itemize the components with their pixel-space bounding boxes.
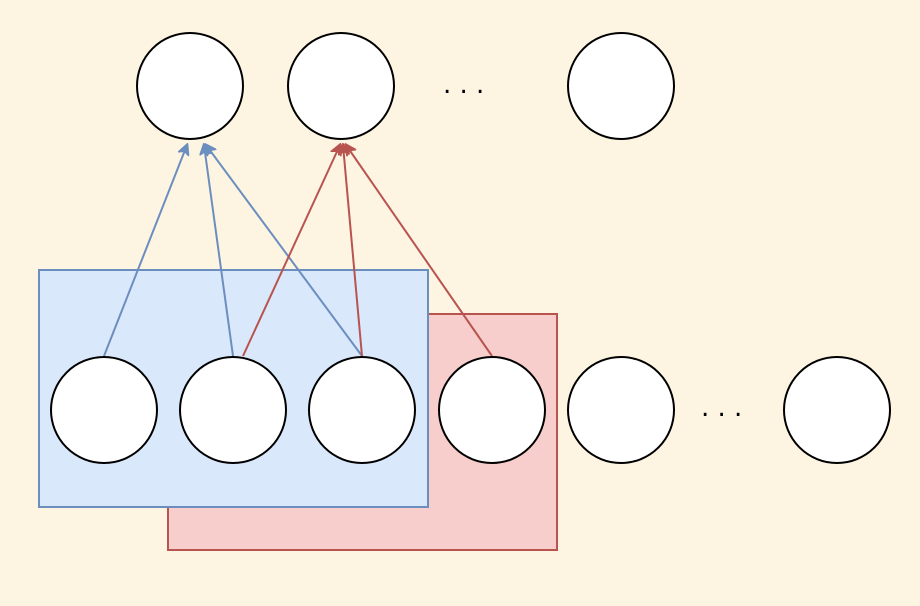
input-node-3 [308,356,416,464]
input-node-5 [567,356,675,464]
input-layer: . . . [50,356,891,464]
input-node-n [783,356,891,464]
edge-in1-out1 [103,145,187,357]
edge-in3-out1 [206,145,363,357]
edge-in2-out1 [204,145,234,357]
output-layer: . . . [136,32,675,140]
output-node-1 [136,32,244,140]
input-node-1 [50,356,158,464]
input-ellipsis: . . . [701,393,742,423]
output-ellipsis: . . . [443,70,484,100]
input-node-4 [438,356,546,464]
edge-in2-out2 [242,145,340,357]
input-node-2 [179,356,287,464]
edge-in4-out2 [346,145,493,357]
output-node-2 [287,32,395,140]
output-node-n [567,32,675,140]
edges [103,145,493,357]
edge-in3-out2 [343,145,363,357]
